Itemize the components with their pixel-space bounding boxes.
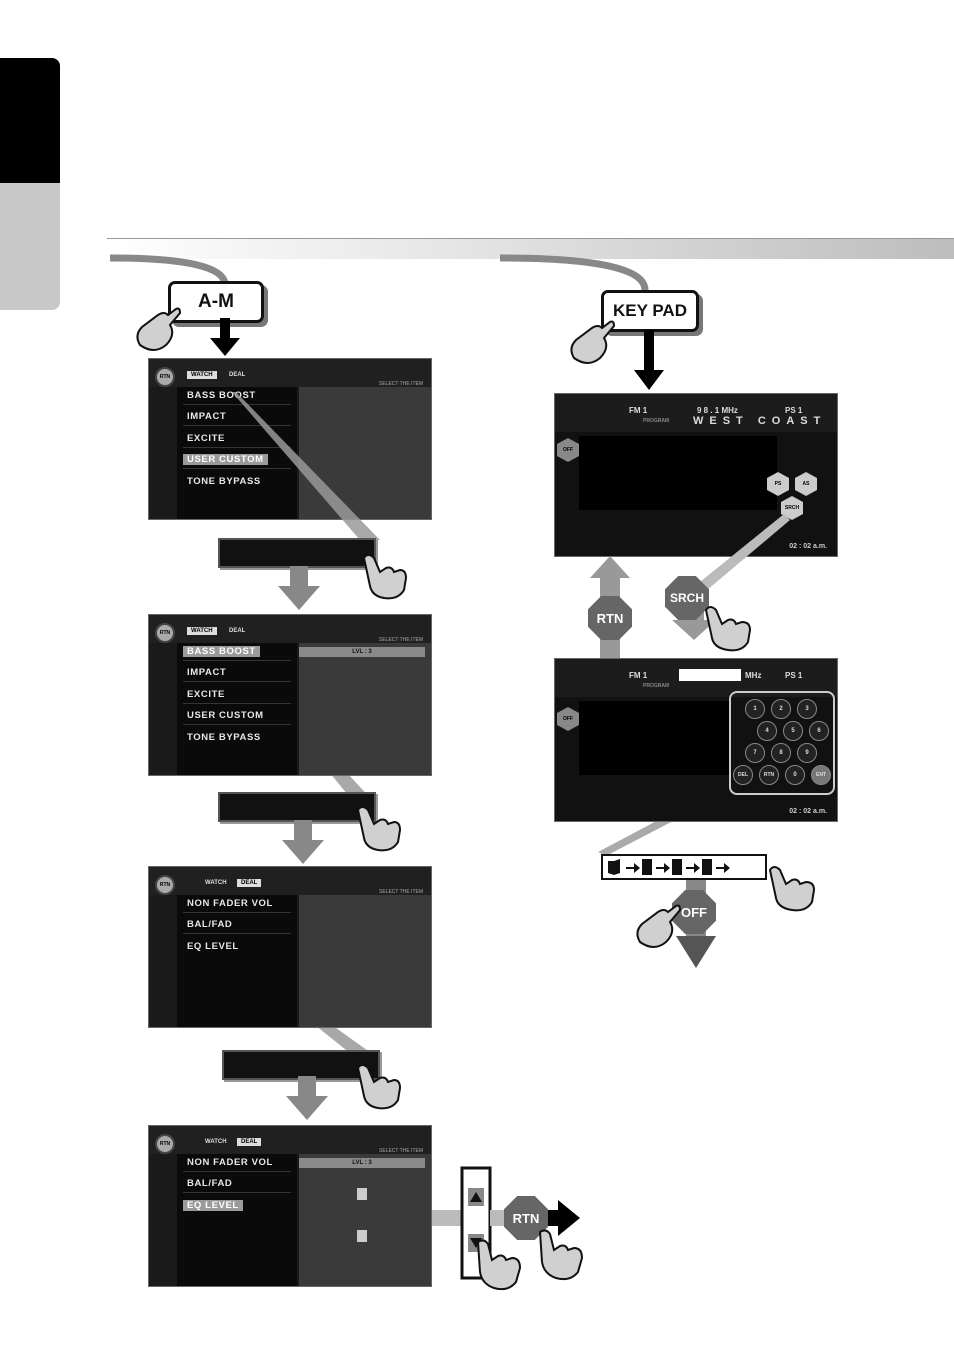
menu-item-non-fader-vol[interactable]: NON FADER VOL [187, 1157, 273, 1168]
tab-deal[interactable]: DEAL [237, 879, 262, 887]
band-label: FM 1 [629, 406, 648, 415]
rtn-button[interactable]: RTN [155, 623, 175, 643]
rtn-button[interactable]: RTN [588, 596, 632, 640]
arrow-down-icon [286, 1076, 328, 1120]
level-down-button[interactable] [357, 1230, 367, 1242]
hand-pointer-icon [636, 904, 682, 948]
menu-item-impact[interactable]: IMPACT [187, 411, 227, 422]
hand-pointer-icon [136, 307, 182, 351]
tab-watch[interactable]: WATCH [205, 880, 227, 886]
arrow-down-icon [634, 330, 664, 390]
tab-deal[interactable]: DEAL [237, 1138, 262, 1146]
rtn-button[interactable]: RTN [155, 1134, 175, 1154]
off-button[interactable]: OFF [557, 438, 579, 462]
menu-item-eq-level[interactable]: EQ LEVEL [187, 941, 239, 952]
keypad-key-9[interactable]: 9 [797, 743, 817, 763]
menu-item-excite[interactable]: EXCITE [187, 433, 225, 444]
srch-button[interactable]: SRCH [665, 576, 709, 620]
menu-item-user-custom[interactable]: USER CUSTOM [183, 454, 268, 465]
frequency-unit: MHz [745, 671, 762, 680]
keypad: 1 2 3 4 5 6 7 8 9 DEL RTN 0 ENT [729, 691, 835, 795]
audio-menu-screen-1: RTN WATCH DEAL SELECT THE ITEM BASS BOOS… [148, 358, 432, 520]
rtn-button[interactable]: RTN [155, 367, 175, 387]
menu-item-excite[interactable]: EXCITE [187, 689, 225, 700]
level-indicator[interactable]: LVL : 3 [299, 1158, 425, 1168]
arrow-down-icon [278, 566, 320, 610]
band-label: FM 1 [629, 671, 648, 680]
keypad-key-3[interactable]: 3 [797, 699, 817, 719]
keypad-key-2[interactable]: 2 [771, 699, 791, 719]
level-up-button[interactable] [357, 1188, 367, 1200]
frequency-input[interactable] [679, 669, 741, 681]
menu-item-bal-fad[interactable]: BAL/FAD [187, 919, 233, 930]
tab-watch[interactable]: WATCH [187, 371, 217, 379]
hand-pointer-icon [570, 320, 616, 364]
hand-pointer-icon [356, 806, 402, 852]
off-button[interactable]: OFF [672, 890, 716, 934]
tab-deal[interactable]: DEAL [229, 372, 246, 378]
as-button[interactable]: AS [795, 472, 817, 496]
preset-label: PS 1 [785, 406, 803, 415]
audio-menu-screen-2: RTN WATCH DEAL SELECT THE ITEM BASS BOOS… [148, 614, 432, 776]
preset-label: PS 1 [785, 671, 803, 680]
keypad-key-1[interactable]: 1 [745, 699, 765, 719]
select-caption: SELECT THE ITEM [379, 637, 423, 643]
keypad-key-0[interactable]: 0 [785, 765, 805, 785]
hand-pointer-icon [362, 554, 408, 600]
srch-button[interactable]: SRCH [781, 496, 803, 520]
keypad-key-6[interactable]: 6 [809, 721, 829, 741]
hand-pointer-icon [538, 1229, 584, 1281]
select-caption: SELECT THE ITEM [379, 381, 423, 387]
program-label: PROGRAM [643, 418, 670, 424]
keypad-key-4[interactable]: 4 [757, 721, 777, 741]
station-name: WEST COAST [693, 415, 827, 427]
arrow-down-icon [210, 318, 240, 356]
menu-item-impact[interactable]: IMPACT [187, 667, 227, 678]
clock: 02 : 02 a.m. [789, 543, 827, 550]
keypad-key-8[interactable]: 8 [771, 743, 791, 763]
off-button[interactable]: OFF [557, 707, 579, 731]
menu-item-tone-bypass[interactable]: TONE BYPASS [187, 732, 261, 743]
menu-item-user-custom[interactable]: USER CUSTOM [187, 710, 264, 721]
tab-watch[interactable]: WATCH [187, 627, 217, 635]
digit-entry-sequence [601, 854, 767, 880]
select-caption: SELECT THE ITEM [379, 889, 423, 895]
menu-item-tone-bypass[interactable]: TONE BYPASS [187, 476, 261, 487]
clock: 02 : 02 a.m. [789, 808, 827, 815]
side-tab-dark [0, 58, 60, 183]
menu-item-bass-boost[interactable]: BASS BOOST [187, 390, 256, 401]
side-tab-light [0, 183, 60, 310]
hand-pointer-icon [356, 1064, 402, 1110]
section-header-bar [107, 238, 954, 259]
hand-pointer-icon [704, 606, 752, 652]
ps-button[interactable]: PS [767, 472, 789, 496]
keypad-key-5[interactable]: 5 [783, 721, 803, 741]
select-caption: SELECT THE ITEM [379, 1148, 423, 1154]
frequency-label: 9 8 . 1 MHz [697, 406, 738, 415]
tab-deal[interactable]: DEAL [229, 628, 246, 634]
keypad-key-rtn[interactable]: RTN [759, 765, 779, 785]
arrow-down-icon [282, 820, 324, 864]
radio-screen-2: FM 1 MHz PS 1 PROGRAM OFF 1 2 3 4 5 6 7 … [554, 658, 838, 822]
menu-item-bal-fad[interactable]: BAL/FAD [187, 1178, 233, 1189]
hand-pointer-icon [768, 866, 816, 912]
radio-screen-1: FM 1 9 8 . 1 MHz PS 1 PROGRAM WEST COAST… [554, 393, 838, 557]
menu-item-eq-level[interactable]: EQ LEVEL [183, 1200, 243, 1211]
hand-pointer-icon [476, 1239, 522, 1291]
rtn-button[interactable]: RTN [155, 875, 175, 895]
audio-menu-screen-3: RTN WATCH DEAL SELECT THE ITEM NON FADER… [148, 866, 432, 1028]
menu-item-non-fader-vol[interactable]: NON FADER VOL [187, 898, 273, 909]
keypad-key-7[interactable]: 7 [745, 743, 765, 763]
program-label: PROGRAM [643, 683, 670, 689]
keypad-key-del[interactable]: DEL [733, 765, 753, 785]
menu-item-bass-boost[interactable]: BASS BOOST [183, 646, 260, 657]
audio-menu-screen-4: RTN WATCH DEAL SELECT THE ITEM NON FADER… [148, 1125, 432, 1287]
am-button[interactable]: A-M [168, 281, 264, 323]
keypad-key-ent[interactable]: ENT [811, 765, 831, 785]
tab-watch[interactable]: WATCH [205, 1139, 227, 1145]
level-indicator[interactable]: LVL : 3 [299, 647, 425, 657]
